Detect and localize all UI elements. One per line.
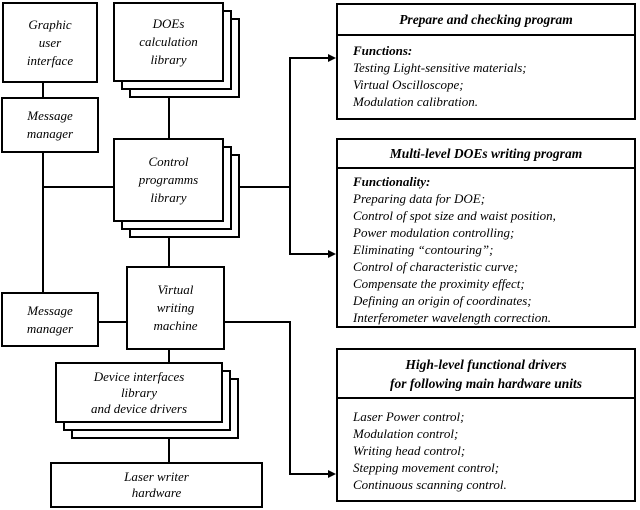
- connector-device-interfaces-to-laser-hardware: [168, 438, 170, 463]
- connector-right-bus-lower: [289, 321, 291, 475]
- connector-message-bus-to-control-library: [42, 186, 114, 188]
- box-control-programs-library: Control programms library: [113, 138, 224, 222]
- box-label: DOEs calculation library: [139, 16, 198, 67]
- panel-body-line: Interferometer wavelength correction.: [353, 310, 551, 325]
- panel-body: Functionality: Preparing data for DOE; C…: [338, 169, 634, 326]
- arrowhead-right-icon: [328, 250, 336, 258]
- panel-title: Multi-level DOEs writing program: [338, 140, 634, 169]
- connector-message-manager-bottom-to-vwm: [98, 321, 126, 323]
- connector-gui-to-message-manager: [42, 82, 44, 98]
- box-device-interfaces-library: Device interfaces library and device dri…: [55, 362, 223, 423]
- connector-vwm-to-right-bus: [225, 321, 291, 323]
- box-label: Laser writer hardware: [124, 469, 189, 500]
- panel-intro: Functionality:: [353, 174, 431, 189]
- panel-multilevel-does-writing-program: Multi-level DOEs writing program Functio…: [336, 138, 636, 328]
- arrowhead-right-icon: [328, 54, 336, 62]
- connector-does-to-control-library: [168, 97, 170, 139]
- panel-title: Prepare and checking program: [338, 5, 634, 36]
- panel-intro: Functions:: [353, 43, 413, 58]
- panel-body: Functions: Testing Light-sensitive mater…: [338, 36, 634, 118]
- box-message-manager-top: Message manager: [1, 97, 99, 153]
- connector-vwm-to-device-interfaces: [168, 349, 170, 363]
- panel-body-line: Writing head control;: [353, 443, 466, 458]
- panel-body-line: Preparing data for DOE;: [353, 191, 486, 206]
- connector-to-writing-panel: [289, 253, 329, 255]
- panel-body-line: Compensate the proximity effect;: [353, 276, 525, 291]
- panel-body-line: Eliminating “contouring”;: [353, 242, 494, 257]
- panel-body-line: Power modulation controlling;: [353, 225, 515, 240]
- panel-body: Laser Power control; Modulation control;…: [338, 399, 634, 500]
- box-label: Message manager: [26, 108, 74, 141]
- panel-body-line: Defining an origin of coordinates;: [353, 293, 532, 308]
- panel-body-line: Testing Light-sensitive materials;: [353, 60, 527, 75]
- box-label: Device interfaces library and device dri…: [90, 368, 188, 416]
- connector-to-drivers-panel: [289, 473, 329, 475]
- connector-message-manager-top-to-bottom: [42, 152, 44, 293]
- panel-body-line: Control of characteristic curve;: [353, 259, 519, 274]
- panel-prepare-checking-program: Prepare and checking program Functions: …: [336, 3, 636, 120]
- panel-title: High-level functional drivers for follow…: [338, 350, 634, 399]
- connector-right-bus-upper: [289, 57, 291, 255]
- panel-body-line: Modulation control;: [353, 426, 459, 441]
- box-label: Graphic user interface: [26, 16, 74, 68]
- box-label: Virtual writing machine: [153, 282, 198, 333]
- box-label: Message manager: [26, 302, 74, 336]
- box-message-manager-bottom: Message manager: [1, 292, 99, 347]
- box-laser-writer-hardware: Laser writer hardware: [50, 462, 263, 508]
- box-virtual-writing-machine: Virtual writing machine: [126, 266, 225, 350]
- box-label: Control programms library: [138, 154, 199, 205]
- connector-to-prepare-panel: [289, 57, 329, 59]
- panel-body-line: Virtual Oscilloscope;: [353, 77, 464, 92]
- connector-control-library-to-vwm: [168, 237, 170, 267]
- arrowhead-right-icon: [328, 470, 336, 478]
- panel-body-line: Stepping movement control;: [353, 460, 500, 475]
- panel-body-line: Laser Power control;: [353, 409, 465, 424]
- panel-body-line: Continuous scanning control.: [353, 477, 507, 492]
- panel-body-line: Modulation calibration.: [353, 94, 478, 109]
- box-does-calculation-library: DOEs calculation library: [113, 2, 224, 82]
- panel-body-line: Control of spot size and waist position,: [353, 208, 556, 223]
- box-graphic-user-interface: Graphic user interface: [2, 2, 98, 83]
- connector-control-library-to-right-bus: [239, 186, 291, 188]
- panel-high-level-functional-drivers: High-level functional drivers for follow…: [336, 348, 636, 502]
